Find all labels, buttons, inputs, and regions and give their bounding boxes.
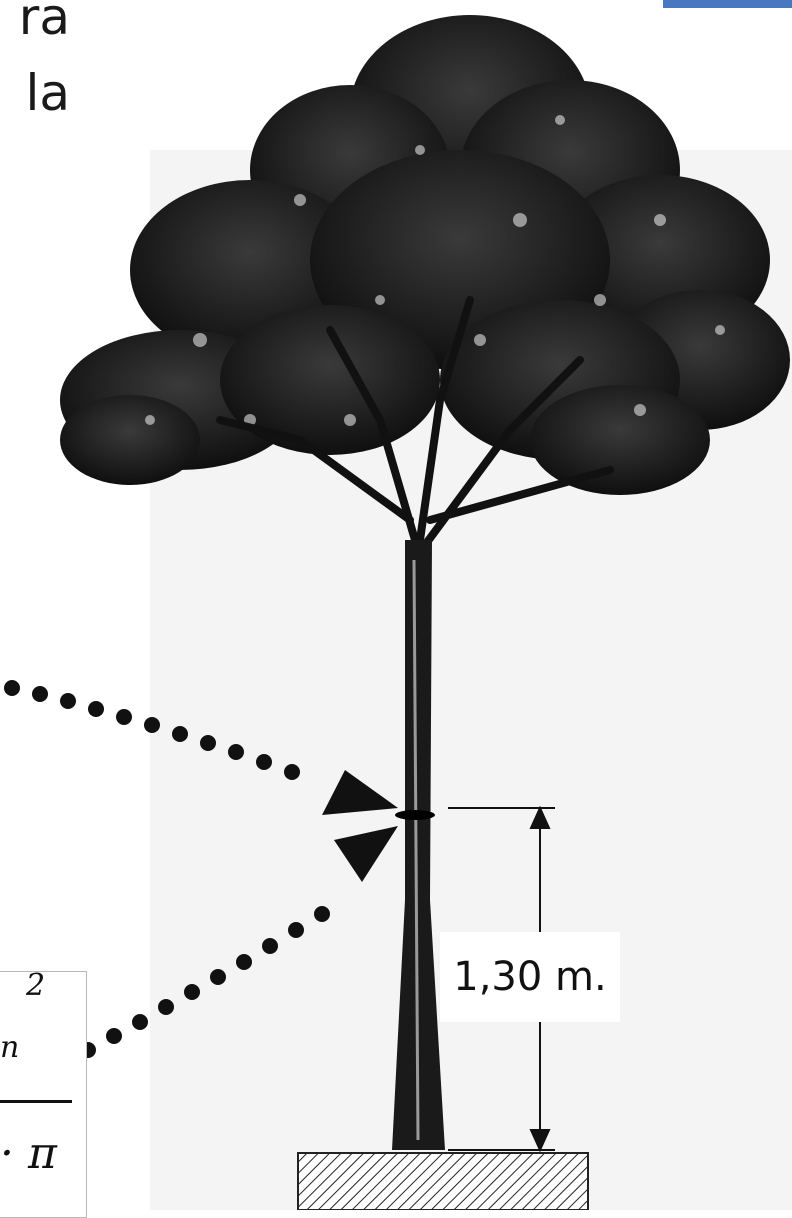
arrow-icon <box>334 826 398 882</box>
formula-exponent: 2 <box>26 968 45 1003</box>
formula-subscript: n <box>0 1030 19 1065</box>
height-label: 1,30 m. <box>440 932 620 1022</box>
formula-denominator: · π <box>0 1128 57 1179</box>
tree-canopy <box>60 15 790 495</box>
dotted-arrow-lower <box>80 826 398 1058</box>
dotted-arrow-upper <box>4 680 398 815</box>
formula-fraction-bar <box>0 1100 72 1103</box>
arrow-icon <box>322 770 398 815</box>
height-label-text: 1,30 m. <box>453 954 606 1000</box>
formula-box <box>0 971 87 1218</box>
ground-hatch-icon <box>298 1153 588 1210</box>
measurement-point-marker <box>395 810 435 820</box>
